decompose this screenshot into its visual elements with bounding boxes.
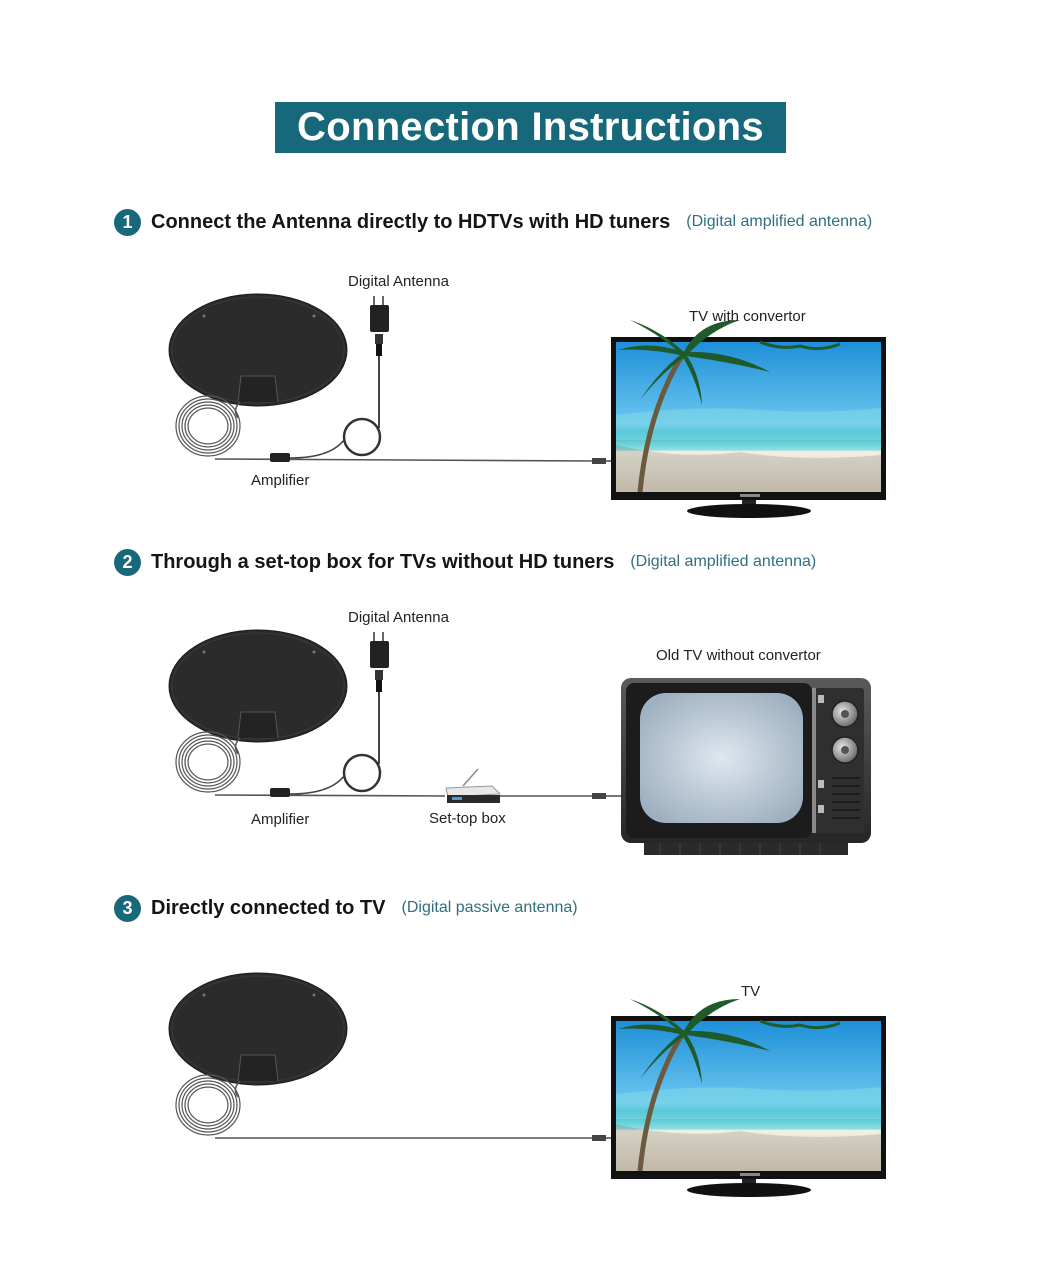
digital-antenna-label: Digital Antenna — [348, 609, 449, 626]
step-note: (Digital passive antenna) — [401, 899, 578, 916]
step-note: (Digital amplified antenna) — [686, 213, 873, 230]
step-number-badge: 3 — [114, 894, 141, 922]
diagram-3 — [168, 972, 886, 1197]
amplifier-label: Amplifier — [251, 472, 310, 489]
flat-antenna-icon — [168, 293, 348, 457]
step-heading: Directly connected to TV — [151, 896, 386, 919]
coax-connector-icon — [592, 458, 606, 464]
set-top-box-label: Set-top box — [429, 810, 506, 827]
set-top-box-icon — [445, 768, 502, 803]
tv-label: TV — [741, 983, 761, 1000]
tv-label: TV with convertor — [689, 308, 806, 325]
diagram-1 — [168, 293, 886, 518]
amplifier-icon — [270, 453, 290, 462]
coax-connector-icon — [592, 793, 606, 799]
step-heading: Connect the Antenna directly to HDTVs wi… — [151, 210, 671, 233]
coax-connector-icon — [592, 1135, 606, 1141]
step-3-header: 3 Directly connected to TV (Digital pass… — [114, 894, 578, 922]
flat-tv-icon — [611, 320, 886, 518]
old-tv-icon — [620, 677, 872, 856]
flat-tv-icon — [611, 999, 886, 1197]
step-1-header: 1 Connect the Antenna directly to HDTVs … — [114, 208, 872, 236]
tv-label: Old TV without convertor — [656, 647, 821, 664]
diagram-2 — [168, 629, 621, 799]
amplifier-label: Amplifier — [251, 811, 310, 828]
amplifier-icon — [270, 788, 290, 797]
digital-antenna-label: Digital Antenna — [348, 273, 449, 290]
step-number-badge: 1 — [114, 208, 141, 236]
flat-antenna-icon — [168, 629, 348, 793]
step-number-badge: 2 — [114, 548, 141, 576]
page-title: Connection Instructions — [275, 102, 786, 153]
flat-antenna-icon — [168, 972, 348, 1136]
step-note: (Digital amplified antenna) — [630, 553, 817, 570]
step-2-header: 2 Through a set-top box for TVs without … — [114, 548, 816, 576]
step-heading: Through a set-top box for TVs without HD… — [151, 550, 615, 573]
